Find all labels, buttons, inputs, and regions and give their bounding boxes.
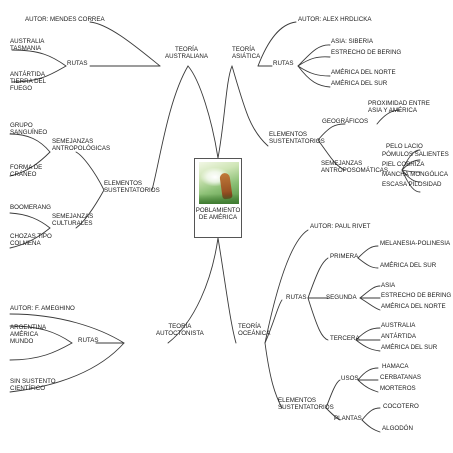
autoctonista-route: ARGENTINA AMÉRICA MUNDO xyxy=(10,324,47,346)
asiatica-elementos: ELEMENTOS SUSTENTATORIOS xyxy=(269,131,325,146)
melanesia-polinesia: MELANESIA-POLINESIA xyxy=(380,240,451,247)
ruta-segunda: SEGUNDA xyxy=(326,294,357,301)
primera-america-del-sur: AMÉRICA DEL SUR xyxy=(380,262,437,269)
central-topic-title: POBLAMIENTO DE AMÉRICA xyxy=(195,207,241,222)
australiana-autor: AUTOR: MENDES CORREA xyxy=(25,16,105,23)
escasa-pilosidad: ESCASA PILOSIDAD xyxy=(382,181,442,188)
oceanica-rutas: RUTAS xyxy=(286,294,307,301)
central-topic: POBLAMIENTO DE AMÉRICA xyxy=(194,158,242,238)
america-del-sur: AMÉRICA DEL SUR xyxy=(331,80,388,87)
tercera-antartida: ANTÁRTIDA xyxy=(381,333,416,340)
algodon: ALGODÓN xyxy=(382,425,413,432)
segunda-asia: ASIA xyxy=(381,282,396,289)
tercera-australia: AUSTRALIA xyxy=(381,322,416,329)
autoctonista-rutas: RUTAS xyxy=(78,337,99,344)
forma-de-craneo: FORMA DE CRÁNEO xyxy=(10,164,43,179)
geograficos: GEOGRÁFICOS xyxy=(322,118,369,125)
grupo-sanguineo: GRUPO SANGUÍNEO xyxy=(10,122,48,137)
estrecho-de-bering: ESTRECHO DE BERING xyxy=(331,49,402,56)
pelo-lacio: PELO LACIO xyxy=(386,143,423,150)
proximidad-asia-america: PROXIMIDAD ENTRE ASIA Y AMÉRICA xyxy=(368,100,430,115)
morteros: MORTEROS xyxy=(380,385,416,392)
plantas: PLANTAS xyxy=(334,415,362,422)
australiana-route-1: AUSTRALIA TASMANIA xyxy=(10,38,45,53)
tercera-america-del-sur: AMÉRICA DEL SUR xyxy=(381,344,438,351)
piel-cobriza: PIEL COBRIZA xyxy=(382,161,425,168)
asia-siberia: ASIA: SIBERIA xyxy=(331,38,373,45)
ground-shape xyxy=(199,194,239,204)
segunda-estrecho-de-bering: ESTRECHO DE BERING xyxy=(381,292,452,299)
oceanica-autor: AUTOR: PAUL RIVET xyxy=(310,223,371,230)
mancha-mongolica: MANCHA MONGÓLICA xyxy=(382,171,449,178)
cerbatanas: CERBATANAS xyxy=(380,374,422,381)
teoria-australiana-heading: TEORÍA AUSTRALIANA xyxy=(165,46,208,61)
australiana-elementos: ELEMENTOS SUSTENTATORIOS xyxy=(104,180,160,195)
asiatica-autor: AUTOR: ALEX HRDLICKA xyxy=(298,16,372,23)
segunda-america-del-norte: AMÉRICA DEL NORTE xyxy=(381,303,446,310)
chozas-tipo-colmena: CHOZAS TIPO COLMENA xyxy=(10,233,52,248)
oceanica-elementos: ELEMENTOS SUSTENTATORIOS xyxy=(278,397,334,412)
semejanzas-antroposomaticas: SEMEJANZAS ANTROPOSOMÁTICAS xyxy=(321,160,389,175)
teoria-asiatica-heading: TEORÍA ASIÁTICA xyxy=(232,46,261,61)
boomerang: BOOMERANG xyxy=(10,204,51,211)
pomulos-salientes: PÓMULOS SALIENTES xyxy=(382,151,449,158)
ruta-tercera: TERCERA xyxy=(330,335,360,342)
america-del-norte: AMÉRICA DEL NORTE xyxy=(331,69,396,76)
semejanzas-antropologicas: SEMEJANZAS ANTROPOLÓGICAS xyxy=(52,138,111,153)
teoria-oceanica-heading: TEORÍA OCEÁNICA xyxy=(238,323,271,338)
hamaca: HAMACA xyxy=(382,363,409,370)
autoctonista-autor: AUTOR: F. AMEGHINO xyxy=(10,305,75,312)
usos: USOS xyxy=(341,375,359,382)
central-topic-illustration xyxy=(199,162,239,204)
australiana-route-2: ANTÁRTIDA TIERRA DEL FUEGO xyxy=(10,71,47,93)
australiana-rutas: RUTAS xyxy=(67,60,88,67)
teoria-autoctonista-heading: TEORÍA AUTOCTONISTA xyxy=(156,323,204,338)
asiatica-rutas: RUTAS xyxy=(273,60,294,67)
ruta-primera: PRIMERA xyxy=(330,253,359,260)
semejanzas-culturales: SEMEJANZAS CULTURALES xyxy=(52,213,94,228)
cocotero: COCOTERO xyxy=(383,403,419,410)
sin-sustento-cientifico: SIN SUSTENTO CIENTÍFICO xyxy=(10,378,56,393)
